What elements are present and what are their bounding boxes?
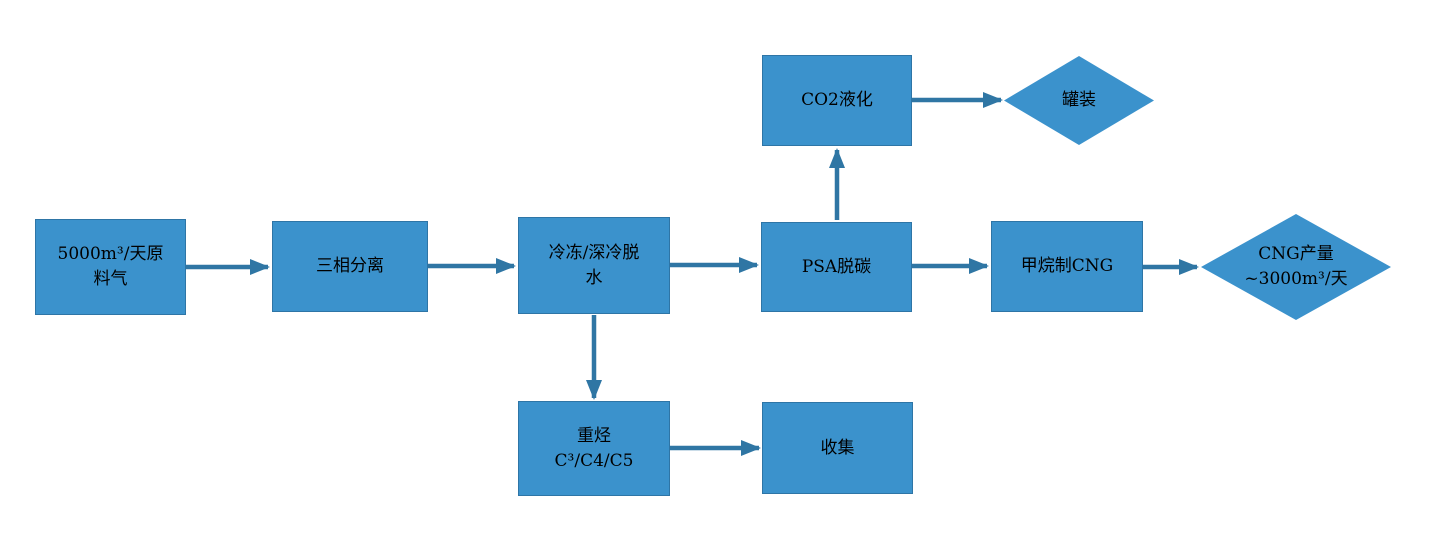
- node-collection-label: 收集: [820, 437, 855, 458]
- node-cryogenic-dehydration: 冷冻/深冷脱 水: [518, 217, 670, 314]
- node-methane-to-cng: 甲烷制CNG: [991, 221, 1143, 312]
- node-raw-gas-label: 5000m³/天原 料气: [57, 244, 164, 289]
- node-heavy-hydrocarbons: 重烃 C³/C4/C5: [518, 401, 670, 496]
- node-cng-output: CNG产量 ~3000m³/天: [1201, 214, 1391, 320]
- node-canning-label: 罐装: [1062, 90, 1096, 111]
- node-co2-liquefaction-label: CO2液化: [801, 90, 873, 111]
- node-cng-output-label: CNG产量 ~3000m³/天: [1244, 244, 1348, 289]
- node-cryogenic-dehydration-label: 冷冻/深冷脱 水: [548, 242, 640, 288]
- node-psa-decarbonization: PSA脱碳: [761, 222, 912, 312]
- node-canning: 罐装: [1004, 56, 1154, 145]
- node-collection: 收集: [762, 402, 913, 494]
- node-three-phase-separation: 三相分离: [272, 221, 428, 312]
- node-psa-decarbonization-label: PSA脱碳: [801, 256, 872, 277]
- node-three-phase-separation-label: 三相分离: [316, 256, 384, 277]
- node-heavy-hydrocarbons-label: 重烃 C³/C4/C5: [554, 425, 634, 471]
- node-methane-to-cng-label: 甲烷制CNG: [1020, 256, 1114, 277]
- node-raw-gas: 5000m³/天原 料气: [35, 219, 186, 315]
- node-co2-liquefaction: CO2液化: [762, 55, 912, 146]
